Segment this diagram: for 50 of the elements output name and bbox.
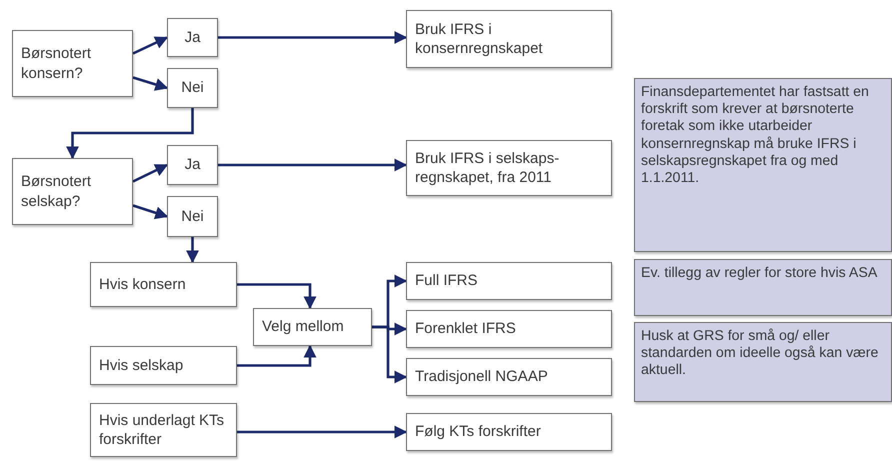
note-box [634, 78, 892, 252]
box-label: Ev. tillegg av regler for store hvis ASA [641, 265, 878, 282]
arrow [218, 31, 408, 44]
box-label: Følg KTs forskrifter [415, 422, 541, 442]
process-box [12, 158, 133, 225]
process-box [406, 358, 612, 396]
arrow [132, 36, 168, 55]
arrow [186, 237, 199, 264]
box-label: Hvis konsern [99, 274, 186, 294]
arrow [132, 164, 168, 183]
note-box [634, 259, 892, 316]
process-box [90, 262, 237, 307]
box-label: Tradisjonell NGAAP [415, 367, 548, 387]
process-box [406, 140, 612, 196]
process-box [253, 308, 372, 346]
box-label: Ja [184, 28, 200, 48]
box-label: Nei [181, 206, 204, 226]
process-box [12, 30, 133, 97]
box-label: Velg mellom [262, 317, 344, 337]
process-box [167, 18, 218, 57]
box-label: Bruk IFRS i selskaps- regnskapet, fra 2011 [415, 148, 560, 188]
arrow [218, 158, 408, 172]
arrow [66, 108, 194, 160]
box-label: Ja [184, 155, 200, 175]
arrow [132, 76, 168, 91]
box-label: Nei [181, 78, 204, 98]
arrow [372, 326, 408, 384]
arrow [237, 426, 408, 438]
box-label: Finansdepartementet har fastsatt en forskrift som krever at børsnoterte foretak som ikke utarbeider konsernregnskap må bruke IFRS i selskapsregnskapet fra og med 1.1.2011. [641, 84, 870, 188]
process-box [167, 196, 218, 237]
process-box [406, 10, 612, 68]
process-box [406, 413, 612, 451]
process-box [90, 346, 237, 385]
arrow [132, 204, 168, 220]
arrow [237, 344, 316, 367]
box-label: Hvis underlagt KTs forskrifter [99, 410, 226, 450]
box-label: Bruk IFRS i konsernregnskapet [415, 20, 544, 58]
process-box [406, 262, 612, 300]
process-box [406, 310, 612, 348]
box-label: Forenklet IFRS [415, 319, 516, 339]
box-label: Børsnotert selskap? [21, 172, 92, 211]
box-label: Husk at GRS for små og/ eller standarden om ideelle også kan være aktuell. [641, 328, 880, 380]
arrow [237, 283, 316, 310]
process-box [90, 403, 237, 457]
box-label: Hvis selskap [99, 356, 184, 376]
process-box [167, 68, 218, 108]
box-label: Full IFRS [415, 271, 478, 291]
box-label: Børsnotert konsern? [21, 44, 92, 83]
note-box [634, 322, 892, 402]
process-box [167, 145, 218, 185]
